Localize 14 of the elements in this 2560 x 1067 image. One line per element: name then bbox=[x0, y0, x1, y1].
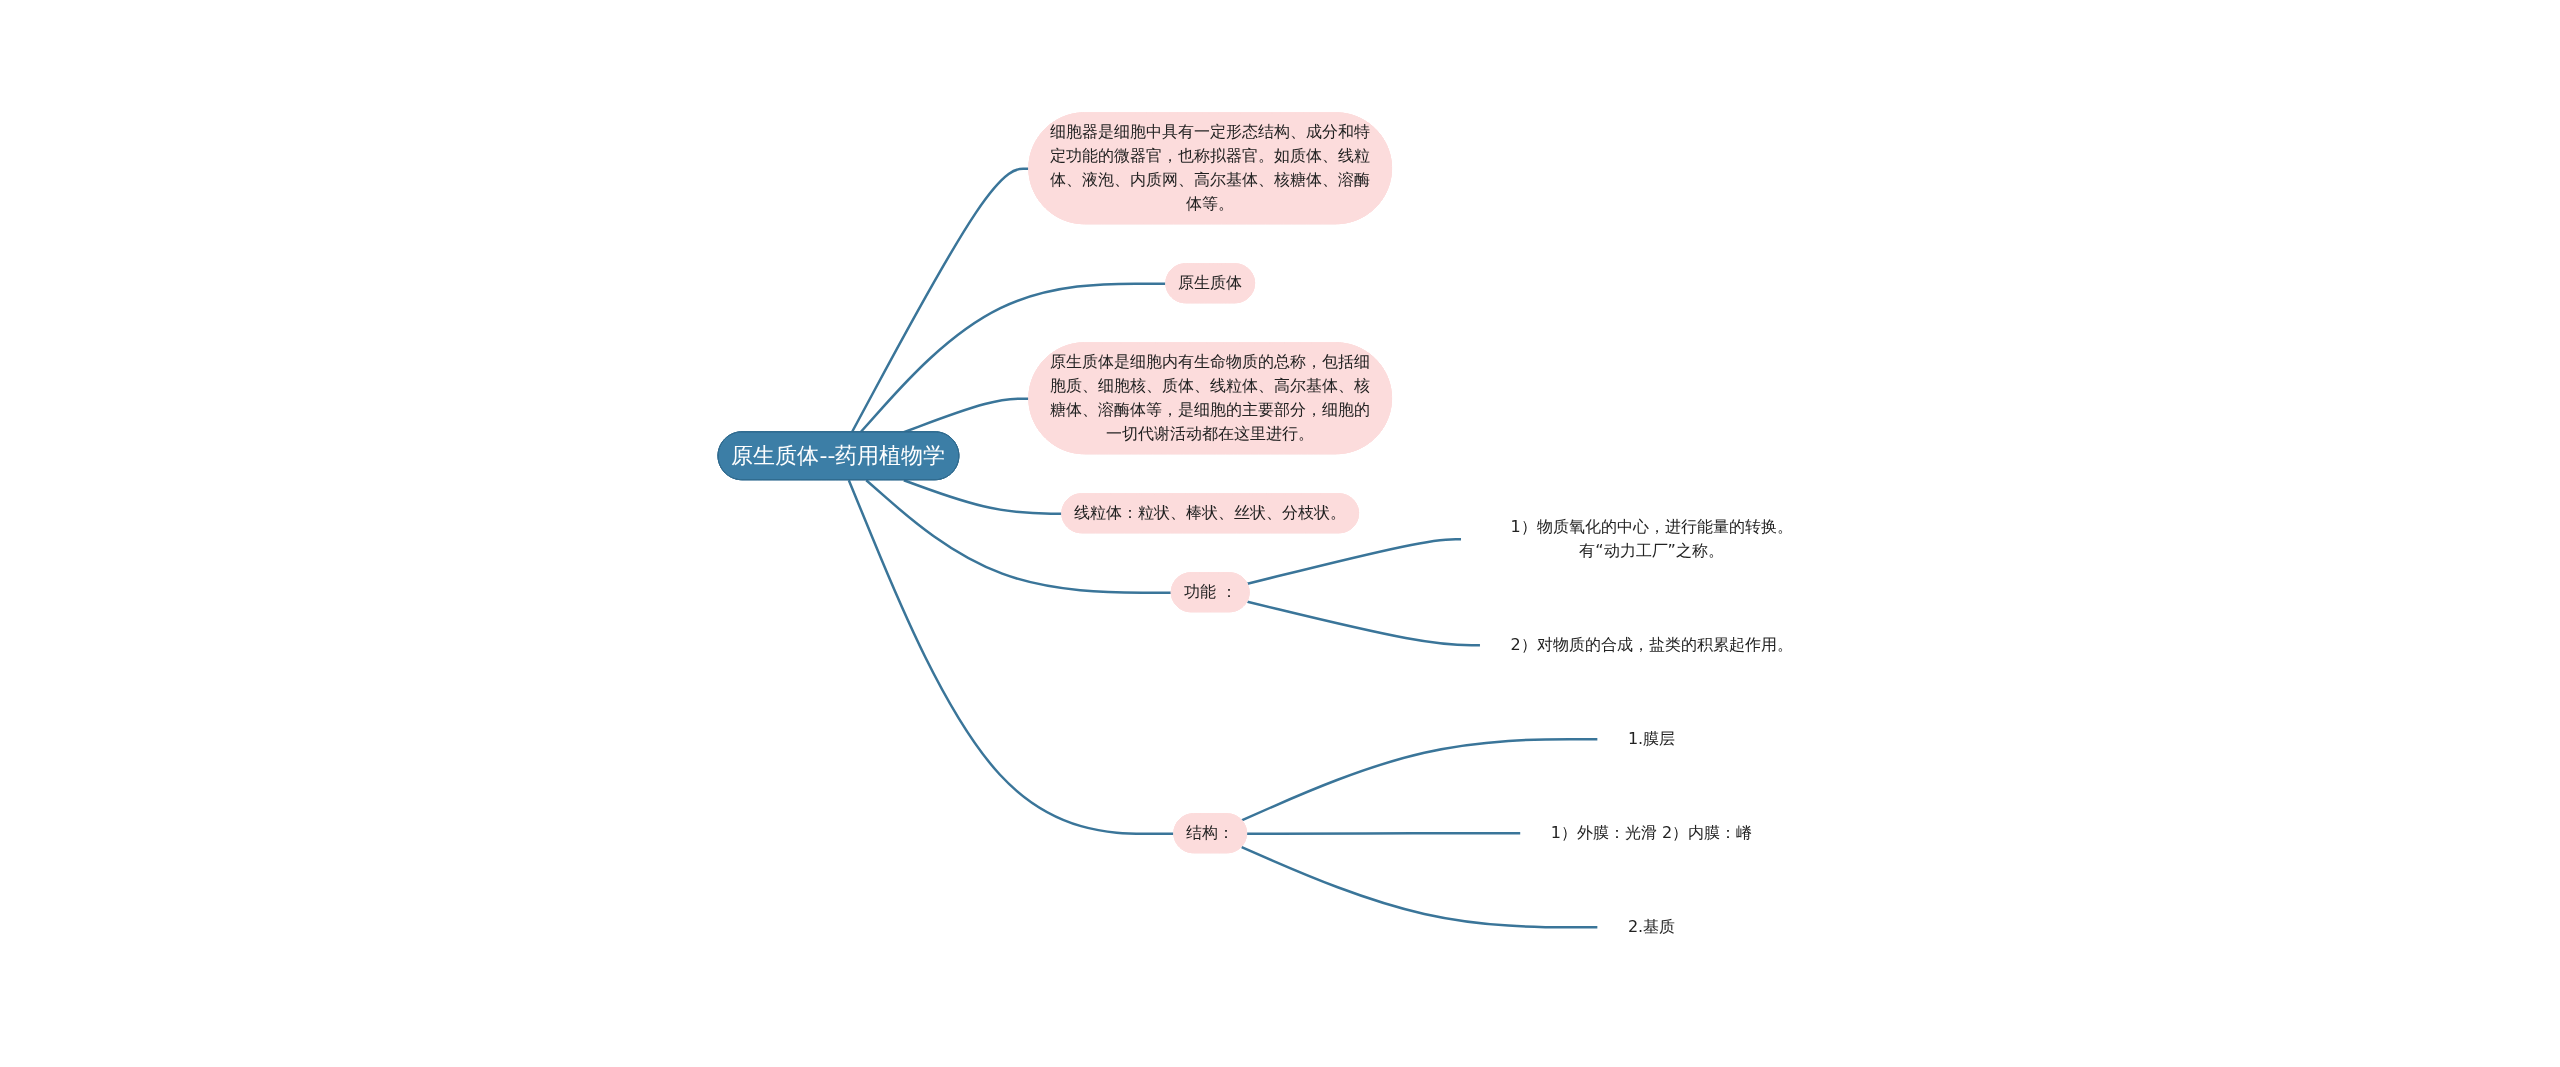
node-text: 1.膜层 bbox=[1628, 729, 1676, 749]
connector bbox=[847, 479, 1175, 835]
node-text: 1）物质氧化的中心，进行能量的转换。有“动力工厂”之称。 bbox=[1510, 517, 1793, 561]
node-text: 1）外膜：光滑 2）内膜：嵴 bbox=[1551, 823, 1753, 843]
connector bbox=[1241, 738, 1599, 822]
connector bbox=[1247, 600, 1481, 647]
connector bbox=[851, 167, 1030, 433]
connector bbox=[1247, 538, 1462, 585]
node-text: 2.基质 bbox=[1628, 917, 1676, 937]
node-text: 2）对物质的合成，盐类的积累起作用。 bbox=[1510, 635, 1793, 655]
connector bbox=[1241, 846, 1599, 929]
connector bbox=[1247, 832, 1522, 835]
connector bbox=[865, 479, 1172, 594]
connector bbox=[903, 479, 1063, 515]
